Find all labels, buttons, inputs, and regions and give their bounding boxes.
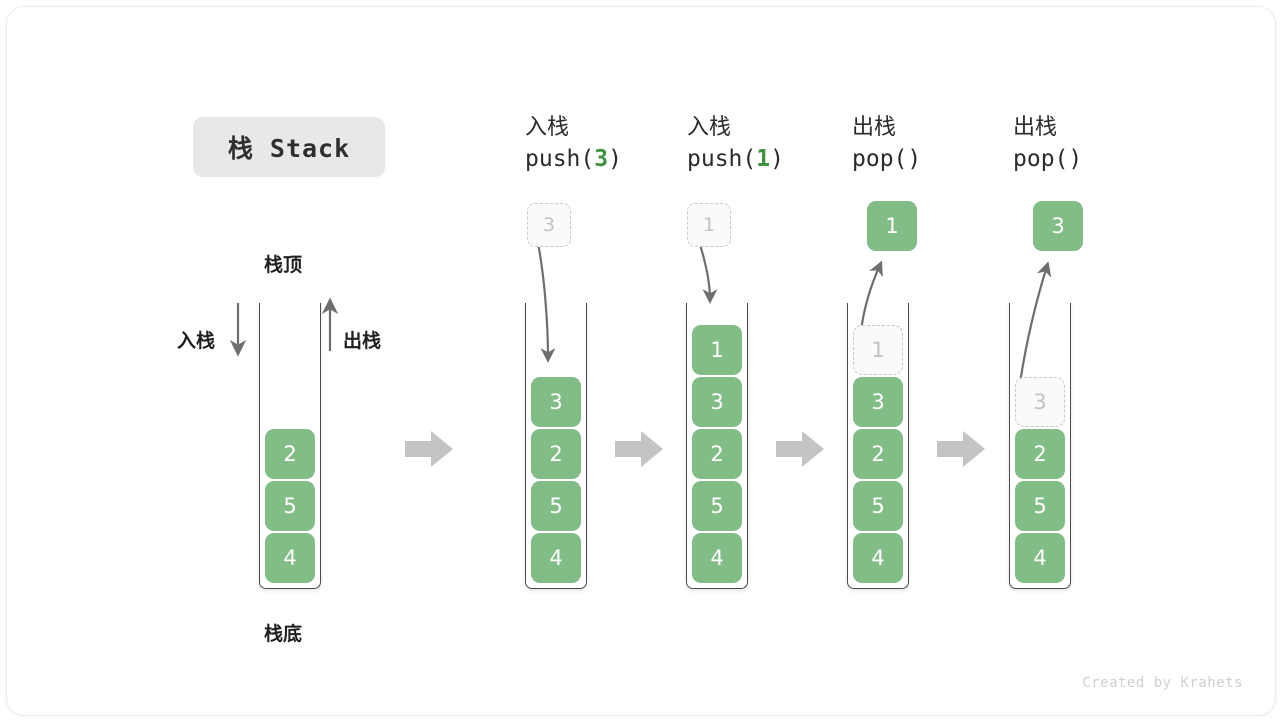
code-prefix: pop( bbox=[1013, 146, 1069, 172]
column-header-code: pop() bbox=[852, 143, 921, 175]
column-header-code: push(1) bbox=[687, 143, 784, 175]
column-header-pop-3: 出栈 pop() bbox=[1013, 113, 1082, 175]
push-side-label: 入栈 bbox=[177, 330, 216, 352]
code-arg: 3 bbox=[594, 146, 609, 172]
flow-arrow-4 bbox=[937, 431, 985, 467]
stack-container-initial bbox=[259, 303, 321, 589]
diagram-card: 栈 Stack bbox=[6, 6, 1276, 716]
stack-bottom-label: 栈底 bbox=[264, 623, 303, 645]
code-suffix: ) bbox=[608, 146, 622, 172]
flow-arrow-3 bbox=[776, 431, 824, 467]
stack-container-pop-1 bbox=[847, 303, 909, 589]
column-header-cn: 出栈 bbox=[1013, 115, 1058, 140]
stack-cell: 5 bbox=[853, 481, 903, 531]
code-suffix: ) bbox=[1068, 146, 1083, 172]
code-arg: 1 bbox=[756, 146, 771, 172]
stack-container-pop-3 bbox=[1009, 303, 1071, 589]
stack-cell: 2 bbox=[1015, 429, 1065, 479]
code-prefix: push( bbox=[525, 146, 595, 172]
stack-cell: 3 bbox=[531, 377, 581, 427]
arrow-overlay bbox=[229, 237, 1052, 467]
column-header-cn: 入栈 bbox=[687, 115, 732, 140]
popped-ghost-cell: 1 bbox=[853, 325, 903, 375]
incoming-element: 3 bbox=[527, 203, 571, 247]
stack-top-label: 栈顶 bbox=[264, 254, 303, 276]
stack-cell: 3 bbox=[853, 377, 903, 427]
stack-cell: 2 bbox=[692, 429, 742, 479]
stack-cell: 2 bbox=[531, 429, 581, 479]
column-header-cn: 入栈 bbox=[525, 115, 570, 140]
code-suffix: ) bbox=[907, 146, 922, 172]
stack-cell: 1 bbox=[692, 325, 742, 375]
stack-cell: 5 bbox=[531, 481, 581, 531]
stack-cell: 3 bbox=[692, 377, 742, 427]
page-title: 栈 Stack bbox=[193, 117, 385, 177]
popped-ghost-cell: 3 bbox=[1015, 377, 1065, 427]
stack-cell: 2 bbox=[853, 429, 903, 479]
flow-arrow-2 bbox=[615, 431, 663, 467]
pop-side-label: 出栈 bbox=[343, 330, 382, 352]
stack-cell: 5 bbox=[692, 481, 742, 531]
incoming-element: 1 bbox=[687, 203, 731, 247]
flow-arrow-1 bbox=[405, 431, 453, 467]
stack-cell: 5 bbox=[1015, 481, 1065, 531]
outgoing-element: 1 bbox=[867, 201, 917, 251]
push-1-arrow bbox=[696, 237, 718, 304]
code-prefix: push( bbox=[687, 146, 757, 172]
column-header-push-1: 入栈 push(1) bbox=[687, 113, 784, 175]
credit-watermark: Created by Krahets bbox=[1082, 675, 1243, 691]
stack-cell: 2 bbox=[265, 429, 315, 479]
stack-container-push-3 bbox=[525, 303, 587, 589]
stack-cell: 4 bbox=[853, 533, 903, 583]
column-header-code: pop() bbox=[1013, 143, 1082, 175]
stack-cell: 4 bbox=[692, 533, 742, 583]
column-header-cn: 出栈 bbox=[852, 115, 897, 140]
column-header-code: push(3) bbox=[525, 143, 622, 175]
stack-container-push-1 bbox=[686, 303, 748, 589]
code-prefix: pop( bbox=[852, 146, 908, 172]
column-header-push-3: 入栈 push(3) bbox=[525, 113, 622, 175]
code-suffix: ) bbox=[770, 146, 784, 172]
stack-cell: 5 bbox=[265, 481, 315, 531]
stack-cell: 4 bbox=[531, 533, 581, 583]
column-header-pop-1: 出栈 pop() bbox=[852, 113, 921, 175]
stack-cell: 4 bbox=[1015, 533, 1065, 583]
outgoing-element: 3 bbox=[1033, 201, 1083, 251]
stack-cell: 4 bbox=[265, 533, 315, 583]
